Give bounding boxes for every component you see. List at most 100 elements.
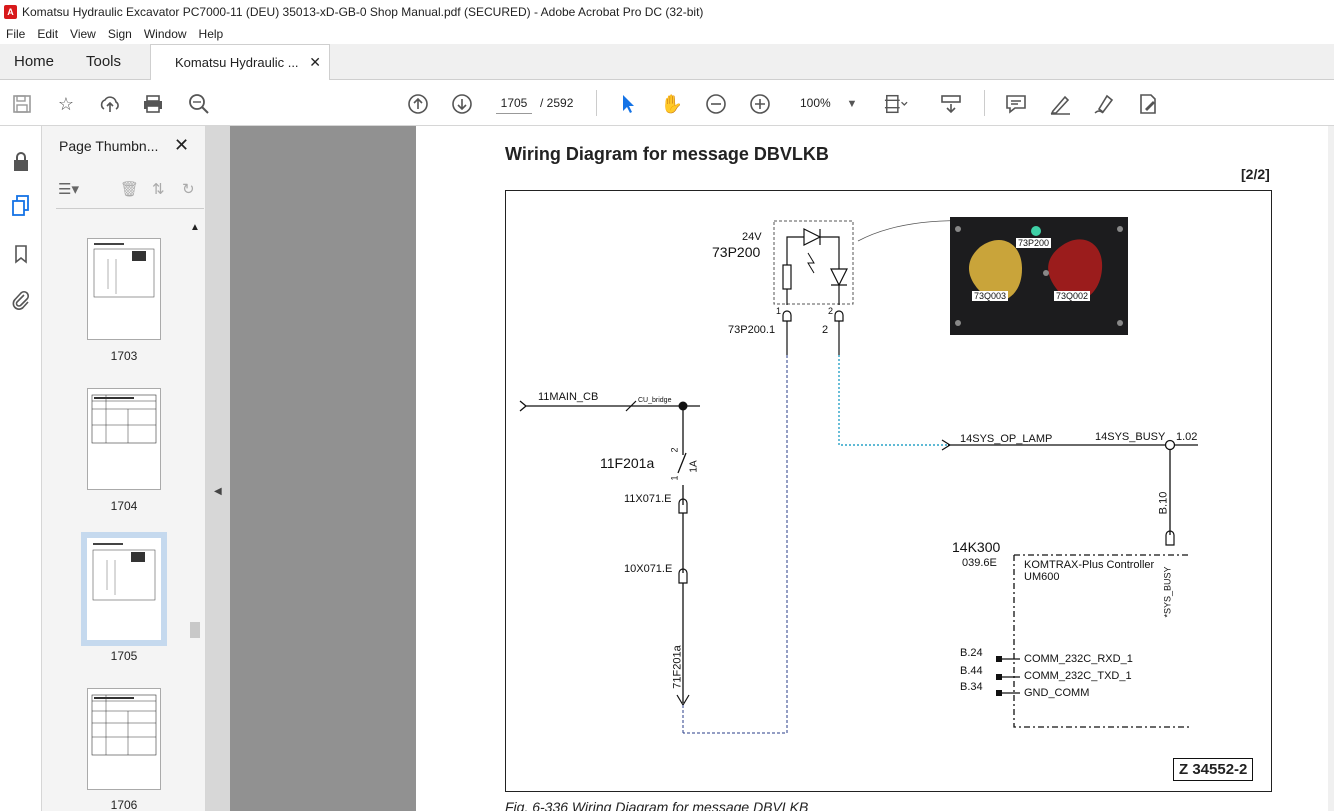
thumbnail-page[interactable] — [87, 688, 161, 790]
zoom-in-icon[interactable] — [748, 92, 772, 116]
label-b24: B.24 — [960, 647, 983, 659]
tab-document[interactable]: Komatsu Hydraulic ... ✕ — [150, 44, 330, 80]
drawing-number: Z 34552-2 — [1173, 758, 1254, 781]
tab-home[interactable]: Home — [14, 53, 55, 70]
figure-caption: Fig. 6-336 Wiring Diagram for message DB… — [505, 799, 809, 811]
page-thumbnails-icon[interactable] — [9, 194, 33, 218]
panel-divider — [56, 208, 204, 209]
menu-file[interactable]: File — [6, 27, 26, 41]
menu-edit[interactable]: Edit — [37, 27, 59, 41]
menu-bar: File Edit View Sign Window Help — [0, 24, 1334, 44]
highlight-pen-icon[interactable] — [1048, 92, 1072, 116]
panel-collapse-strip[interactable]: ◀ — [206, 126, 230, 811]
zoom-out-icon[interactable] — [704, 92, 728, 116]
delete-page-icon[interactable]: 🗑 — [120, 181, 140, 198]
thumbnail-page-selected[interactable] — [81, 532, 167, 646]
label-71f201a: 71F201a — [671, 645, 684, 689]
chevron-down-icon[interactable]: ▼ — [846, 98, 858, 110]
next-page-icon[interactable] — [450, 92, 474, 116]
collapse-arrow-icon[interactable]: ◀ — [214, 486, 222, 497]
page-fit-icon[interactable] — [884, 92, 908, 116]
page-thumbnails-panel: Page Thumbn... ✕ ☰▾ 🗑 ⇅ ↻ ▲ 1703 1704 17… — [42, 126, 206, 811]
label-24v: 24V — [742, 231, 762, 243]
window-title: Komatsu Hydraulic Excavator PC7000-11 (D… — [22, 5, 704, 19]
label-b44: B.44 — [960, 665, 983, 677]
comment-icon[interactable] — [1004, 92, 1028, 116]
tab-tools[interactable]: Tools — [86, 53, 122, 70]
label-fuse-pin1: 1 — [669, 475, 680, 481]
label-txd: COMM_232C_TXD_1 — [1024, 670, 1132, 682]
bookmark-star-icon[interactable]: ☆ — [57, 93, 75, 114]
toolbar-divider — [596, 90, 597, 116]
close-tab-icon[interactable]: ✕ — [309, 54, 321, 70]
tab-document-label: Komatsu Hydraulic ... — [175, 55, 299, 70]
label-rxd: COMM_232C_RXD_1 — [1024, 653, 1133, 665]
thumbnail-page[interactable] — [87, 388, 161, 490]
toolbar-divider — [984, 90, 985, 116]
label-fuse-rating: 1A — [688, 460, 700, 473]
page-total: / 2592 — [540, 96, 574, 110]
page-number-input[interactable]: 1705 — [496, 92, 532, 114]
label-pin2: 2 — [828, 306, 834, 316]
attachment-paperclip-icon[interactable] — [9, 288, 33, 312]
label-b34: B.34 — [960, 681, 983, 693]
rotate-icon[interactable]: ↻ — [182, 181, 195, 198]
label-14k300: 14K300 — [952, 539, 1001, 555]
panel-title: Page Thumbn... — [59, 138, 159, 154]
label-14sys-op-lamp: 14SYS_OP_LAMP — [960, 433, 1053, 445]
label-11main-cb: 11MAIN_CB — [538, 391, 599, 403]
label-11x071e: 11X071.E — [624, 493, 672, 505]
pdf-page: Wiring Diagram for message DBVLKB [2/2] — [416, 126, 1334, 811]
hand-tool-icon[interactable]: ✋ — [660, 93, 684, 114]
label-fuse-pin2: 2 — [669, 447, 680, 453]
acrobat-logo-icon: A — [4, 5, 17, 19]
thumbnail-scrollbar[interactable]: ▲ — [188, 220, 202, 811]
viewer-scrollbar[interactable] — [1328, 126, 1334, 811]
label-b10: B.10 — [1157, 491, 1170, 515]
thumbnail-label: 1705 — [110, 649, 138, 663]
extract-pages-icon[interactable]: ⇅ — [152, 181, 165, 198]
scrollbar-thumb[interactable] — [190, 622, 200, 638]
label-pin2b: 2 — [822, 324, 829, 336]
label-14sys-busy: 14SYS_BUSY — [1095, 431, 1166, 443]
document-viewer[interactable]: Wiring Diagram for message DBVLKB [2/2] — [230, 126, 1334, 811]
label-gnd: GND_COMM — [1024, 687, 1090, 699]
thumbnail-label: 1706 — [110, 798, 138, 811]
menu-window[interactable]: Window — [143, 27, 187, 41]
wiring-diagram-lines — [519, 220, 1198, 734]
label-039-6e: 039.6E — [962, 557, 997, 569]
menu-sign[interactable]: Sign — [107, 27, 132, 41]
scroll-up-icon[interactable]: ▲ — [190, 222, 200, 233]
thumbnail-page[interactable] — [87, 238, 161, 340]
select-cursor-icon[interactable] — [616, 92, 640, 116]
label-sys-busy-pin: *SYS_BUSY — [1162, 566, 1173, 618]
thumbnail-label: 1703 — [110, 349, 138, 363]
bookmark-icon[interactable] — [9, 242, 33, 266]
panel-photo: 73P200 73Q003 73Q002 — [950, 217, 1128, 335]
save-icon[interactable] — [10, 92, 34, 116]
tab-bar: Home Tools Komatsu Hydraulic ... ✕ — [0, 44, 1334, 80]
label-11f201a: 11F201a — [600, 455, 655, 471]
toolbar: ☆ 1705 / 2592 ✋ 100% ▼ — [0, 80, 1334, 126]
label-controller-model: UM600 — [1024, 571, 1060, 583]
print-icon[interactable] — [141, 92, 165, 116]
wiring-diagram: 73P200 73Q003 73Q002 24V 73P200 1 2 73P2… — [505, 190, 1272, 792]
menu-view[interactable]: View — [70, 27, 96, 41]
menu-help[interactable]: Help — [198, 27, 224, 41]
close-panel-icon[interactable]: ✕ — [174, 135, 190, 155]
photo-label-73q003: 73Q003 — [972, 291, 1009, 301]
label-pin1: 1 — [776, 306, 782, 316]
previous-page-icon[interactable] — [406, 92, 430, 116]
upload-cloud-icon[interactable] — [98, 92, 122, 116]
scroll-mode-icon[interactable] — [939, 92, 963, 116]
lock-icon[interactable] — [9, 150, 33, 174]
label-73p200-1: 73P200.1 — [728, 324, 776, 336]
label-10x071e: 10X071.E — [624, 563, 673, 575]
label-1-02: 1.02 — [1176, 431, 1198, 443]
fill-sign-icon[interactable] — [1136, 92, 1160, 116]
page-heading: Wiring Diagram for message DBVLKB — [505, 144, 829, 164]
zoom-level-select[interactable]: 100% — [800, 96, 831, 110]
sign-pen-icon[interactable] — [1092, 92, 1116, 116]
zoom-search-icon[interactable] — [187, 92, 211, 116]
options-menu-icon[interactable]: ☰▾ — [58, 181, 79, 198]
